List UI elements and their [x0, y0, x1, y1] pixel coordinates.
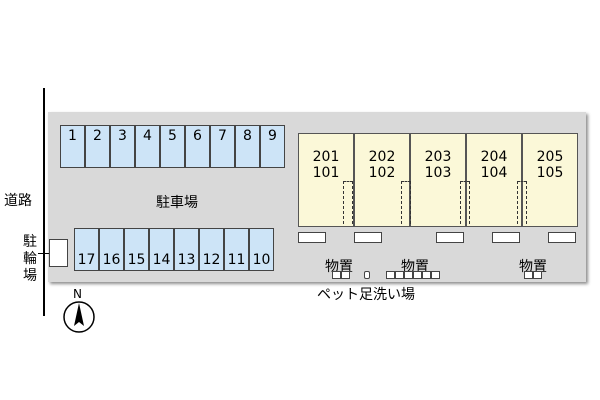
parking-space: 9 — [260, 125, 285, 168]
unit-number-upper: 201 — [312, 149, 340, 165]
parking-space-number: 12 — [202, 252, 221, 268]
unit-number-upper: 205 — [536, 149, 564, 165]
storage-shed — [422, 271, 431, 279]
parking-space: 12 — [199, 228, 224, 271]
parking-space-number: 5 — [168, 128, 177, 144]
parking-space-number: 11 — [227, 252, 246, 268]
staircase — [460, 181, 470, 224]
storage-shed — [332, 271, 341, 279]
pet-wash-station — [364, 271, 370, 279]
pet-wash-label: ペット足洗い場 — [317, 287, 415, 303]
storage-shed — [404, 271, 413, 279]
parking-space-number: 14 — [152, 252, 171, 268]
parking-space-number: 2 — [93, 128, 102, 144]
unit-number-upper: 204 — [480, 149, 508, 165]
road-line — [43, 88, 45, 316]
parking-space: 11 — [224, 228, 249, 271]
parking-space: 7 — [210, 125, 235, 168]
parking-space: 4 — [135, 125, 160, 168]
parking-space-number: 3 — [118, 128, 127, 144]
staircase — [517, 181, 527, 224]
parking-space-number: 17 — [77, 252, 96, 268]
parking-space: 14 — [149, 228, 174, 271]
bike-parking-area — [49, 239, 68, 267]
parking-space-number: 15 — [127, 252, 146, 268]
north-compass: N — [62, 287, 98, 333]
unit-number-lower: 101 — [312, 165, 340, 181]
parking-space-number: 4 — [143, 128, 152, 144]
storage-shed — [341, 271, 350, 279]
apartment-unit: 205 105 — [522, 133, 578, 227]
parking-space: 6 — [185, 125, 210, 168]
staircase — [401, 181, 411, 224]
parking-space-number: 10 — [252, 252, 271, 268]
apartment-unit: 202 102 — [354, 133, 410, 227]
parking-space-number: 7 — [218, 128, 227, 144]
storage-shed — [386, 271, 395, 279]
entry-box — [298, 232, 326, 243]
entry-box — [436, 232, 464, 243]
parking-space: 13 — [174, 228, 199, 271]
bike-parking-label-text: 駐輪場 — [23, 234, 37, 284]
parking-space-number: 6 — [193, 128, 202, 144]
parking-space-number: 9 — [268, 128, 277, 144]
storage-shed — [524, 271, 533, 279]
bike-parking-leader — [38, 253, 49, 254]
parking-space-number: 8 — [243, 128, 252, 144]
parking-space: 3 — [110, 125, 135, 168]
parking-label: 駐車場 — [156, 195, 198, 211]
road-label: 道路 — [4, 193, 32, 209]
parking-space-number: 13 — [177, 252, 196, 268]
staircase — [343, 181, 353, 224]
parking-space: 2 — [85, 125, 110, 168]
unit-number-lower: 103 — [424, 165, 452, 181]
storage-shed — [533, 271, 542, 279]
compass-icon — [63, 301, 95, 333]
unit-number-lower: 104 — [480, 165, 508, 181]
storage-shed — [431, 271, 440, 279]
apartment-unit: 204 104 — [466, 133, 522, 227]
parking-space-number: 16 — [102, 252, 121, 268]
entry-box — [548, 232, 576, 243]
entry-box — [354, 232, 382, 243]
parking-space: 15 — [124, 228, 149, 271]
parking-space: 5 — [160, 125, 185, 168]
bike-parking-label: 駐輪場 — [22, 234, 38, 285]
parking-space: 17 — [74, 228, 99, 271]
unit-number-lower: 102 — [368, 165, 396, 181]
unit-number-upper: 203 — [424, 149, 452, 165]
entry-box — [492, 232, 520, 243]
parking-space-number: 1 — [68, 128, 77, 144]
parking-space: 8 — [235, 125, 260, 168]
parking-space: 16 — [99, 228, 124, 271]
apartment-unit: 201 101 — [298, 133, 354, 227]
apartment-unit: 203 103 — [410, 133, 466, 227]
unit-number-upper: 202 — [368, 149, 396, 165]
storage-shed — [395, 271, 404, 279]
compass-label: N — [73, 287, 82, 301]
parking-space: 10 — [249, 228, 274, 271]
unit-number-lower: 105 — [536, 165, 564, 181]
storage-shed — [413, 271, 422, 279]
parking-space: 1 — [60, 125, 85, 168]
